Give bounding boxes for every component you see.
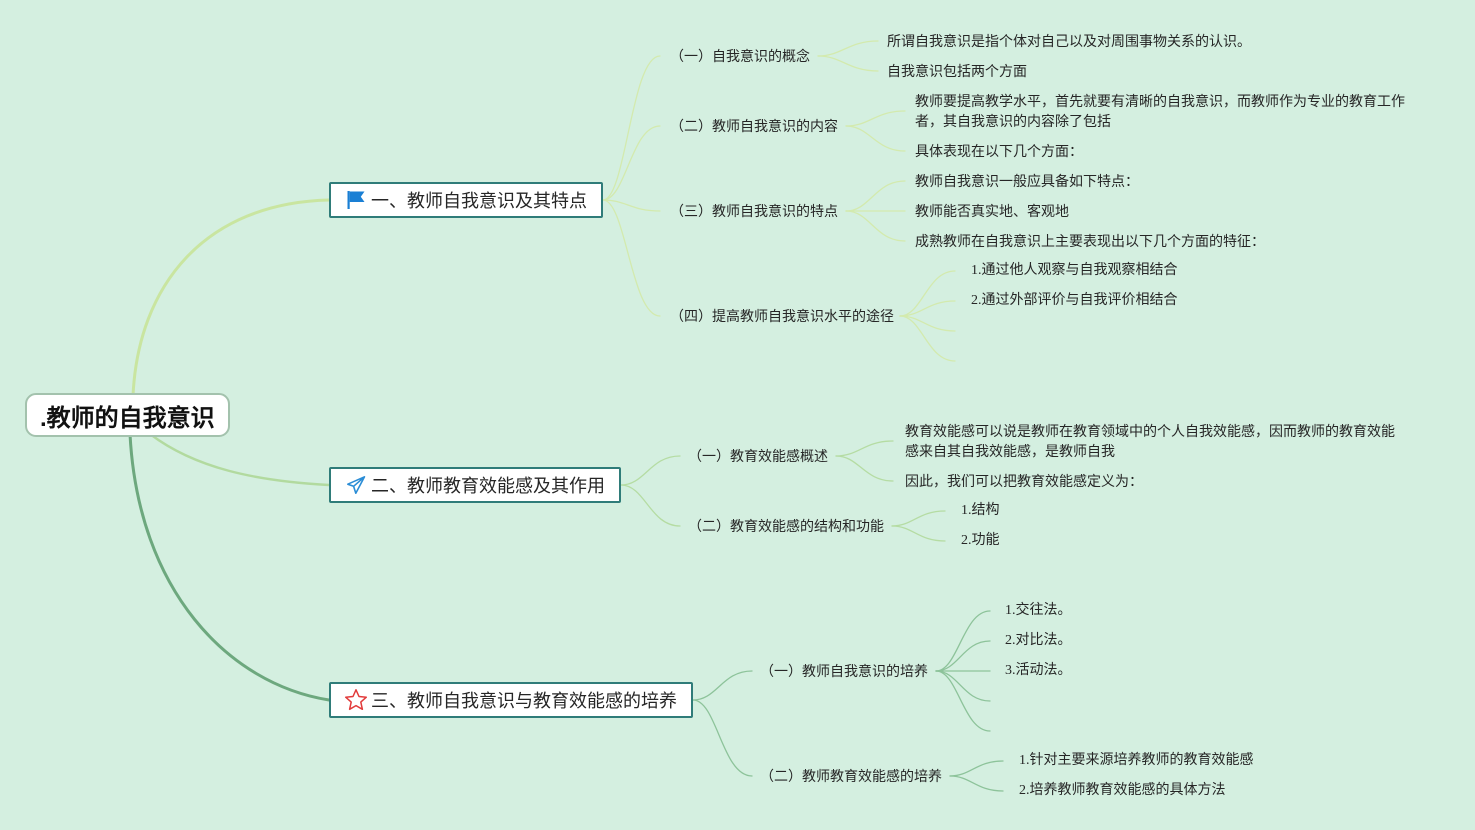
leaf-topic-1-1-1[interactable]: 所谓自我意识是指个体对自己以及对周围事物关系的认识。	[887, 33, 1251, 49]
connector-subtopic-2-2-to-leaf-1	[891, 510, 946, 527]
connector-subtopic-1-3-to-leaf-1	[845, 180, 906, 212]
connector-subtopic-3-1-to-empty-topic-5	[935, 670, 991, 732]
main-topic-3[interactable]: 三、教师自我意识与教育效能感的培养	[329, 682, 693, 718]
leaf-topic-1-4-2[interactable]: 2.通过外部评价与自我评价相结合	[971, 293, 1178, 308]
leaf-topic-1-3-1[interactable]: 教师自我意识一般应具备如下特点：	[915, 173, 1139, 189]
main-topic-label: 三、教师自我意识与教育效能感的培养	[371, 691, 677, 711]
subtopic-3-2[interactable]: （二）教师教育效能感的培养	[760, 768, 942, 784]
connector-subtopic-1-2-to-leaf-2	[845, 125, 906, 152]
central-topic[interactable]: .教师的自我意识	[25, 393, 230, 437]
main-topic-2[interactable]: 二、教师教育效能感及其作用	[329, 467, 621, 503]
main-topic-label: 一、教师自我意识及其特点	[371, 191, 587, 211]
subtopic-1-2[interactable]: （二）教师自我意识的内容	[670, 118, 838, 134]
leaf-topic-2-1-1[interactable]: 教育效能感可以说是教师在教育领域中的个人自我效能感，因而教师的教育效能感来自其自…	[905, 423, 1395, 459]
connector-main-topic-3-to-subtopic-3-1	[692, 670, 753, 701]
connector-subtopic-3-2-to-leaf-2	[949, 775, 1004, 792]
leaf-topic-1-3-2[interactable]: 教师能否真实地、客观地	[915, 203, 1069, 219]
leaf-topic-3-2-2[interactable]: 2.培养教师教育效能感的具体方法	[1019, 783, 1226, 798]
central-topic-label: .教师的自我意识	[40, 404, 215, 432]
leaf-topic-1-3-3[interactable]: 成熟教师在自我意识上主要表现出以下几个方面的特征：	[915, 233, 1265, 249]
connector-main-topic-1-to-subtopic-1-3	[602, 199, 661, 212]
connector-subtopic-3-1-to-empty-topic-4	[935, 670, 991, 702]
connector-main-topic-2-to-subtopic-2-1	[620, 455, 681, 486]
connector-central-to-main-topic-1	[131, 198, 331, 398]
leaf-topic-1-4-1[interactable]: 1.通过他人观察与自我观察相结合	[971, 263, 1178, 278]
subtopic-1-4[interactable]: （四）提高教师自我意识水平的途径	[670, 308, 894, 324]
connector-subtopic-2-1-to-leaf-2	[835, 455, 894, 482]
leaf-topic-1-1-2[interactable]: 自我意识包括两个方面	[887, 63, 1027, 79]
connector-subtopic-1-1-to-leaf-1	[817, 40, 879, 57]
connector-subtopic-2-1-to-leaf-1	[835, 440, 894, 457]
connector-subtopic-3-1-to-leaf-2	[935, 640, 991, 672]
leaf-topic-1-2-2[interactable]: 具体表现在以下几个方面：	[915, 143, 1083, 159]
main-topic-1[interactable]: 一、教师自我意识及其特点	[329, 182, 603, 218]
main-topic-label: 二、教师教育效能感及其作用	[371, 476, 605, 496]
connector-subtopic-1-2-to-leaf-1	[845, 110, 906, 127]
leaf-topic-2-2-1[interactable]: 1.结构	[961, 503, 1000, 518]
connector-main-topic-3-to-subtopic-3-2	[692, 699, 753, 777]
connector-subtopic-1-4-to-leaf-2	[899, 300, 956, 317]
subtopic-2-1[interactable]: （一）教育效能感概述	[688, 448, 828, 464]
subtopic-1-1[interactable]: （一）自我意识的概念	[670, 48, 810, 64]
connector-main-topic-1-to-subtopic-1-4	[602, 199, 661, 317]
connector-main-topic-1-to-subtopic-1-2	[602, 125, 661, 201]
connector-central-to-main-topic-2	[148, 432, 331, 487]
connector-main-topic-2-to-subtopic-2-2	[620, 484, 681, 527]
leaf-topic-2-1-2[interactable]: 因此，我们可以把教育效能感定义为：	[905, 473, 1143, 489]
leaf-topic-3-1-3[interactable]: 3.活动法。	[1005, 663, 1072, 678]
connector-central-to-main-topic-3	[128, 432, 331, 702]
connector-subtopic-1-4-to-empty-topic-4	[899, 315, 956, 362]
leaf-topic-3-1-2[interactable]: 2.对比法。	[1005, 633, 1072, 648]
star-icon	[344, 689, 368, 711]
connector-subtopic-3-1-to-leaf-1	[935, 610, 991, 672]
leaf-topic-1-2-1[interactable]: 教师要提高教学水平，首先就要有清晰的自我意识，而教师作为专业的教育工作者，其自我…	[915, 93, 1405, 129]
flag-icon	[346, 190, 366, 210]
subtopic-2-2[interactable]: （二）教育效能感的结构和功能	[688, 518, 884, 534]
leaf-topic-3-2-1[interactable]: 1.针对主要来源培养教师的教育效能感	[1019, 753, 1254, 768]
connector-subtopic-1-4-to-leaf-1	[899, 270, 956, 317]
connector-subtopic-3-2-to-leaf-1	[949, 760, 1004, 777]
connector-subtopic-1-3-to-leaf-3	[845, 210, 906, 242]
leaf-topic-3-1-1[interactable]: 1.交往法。	[1005, 603, 1072, 618]
subtopic-1-3[interactable]: （三）教师自我意识的特点	[670, 203, 838, 219]
subtopic-3-1[interactable]: （一）教师自我意识的培养	[760, 663, 928, 679]
connector-main-topic-1-to-subtopic-1-1	[602, 55, 661, 201]
connector-subtopic-1-1-to-leaf-2	[817, 55, 879, 72]
leaf-topic-2-2-2[interactable]: 2.功能	[961, 533, 1000, 548]
paper-plane-icon	[346, 475, 366, 495]
connector-subtopic-2-2-to-leaf-2	[891, 525, 946, 542]
